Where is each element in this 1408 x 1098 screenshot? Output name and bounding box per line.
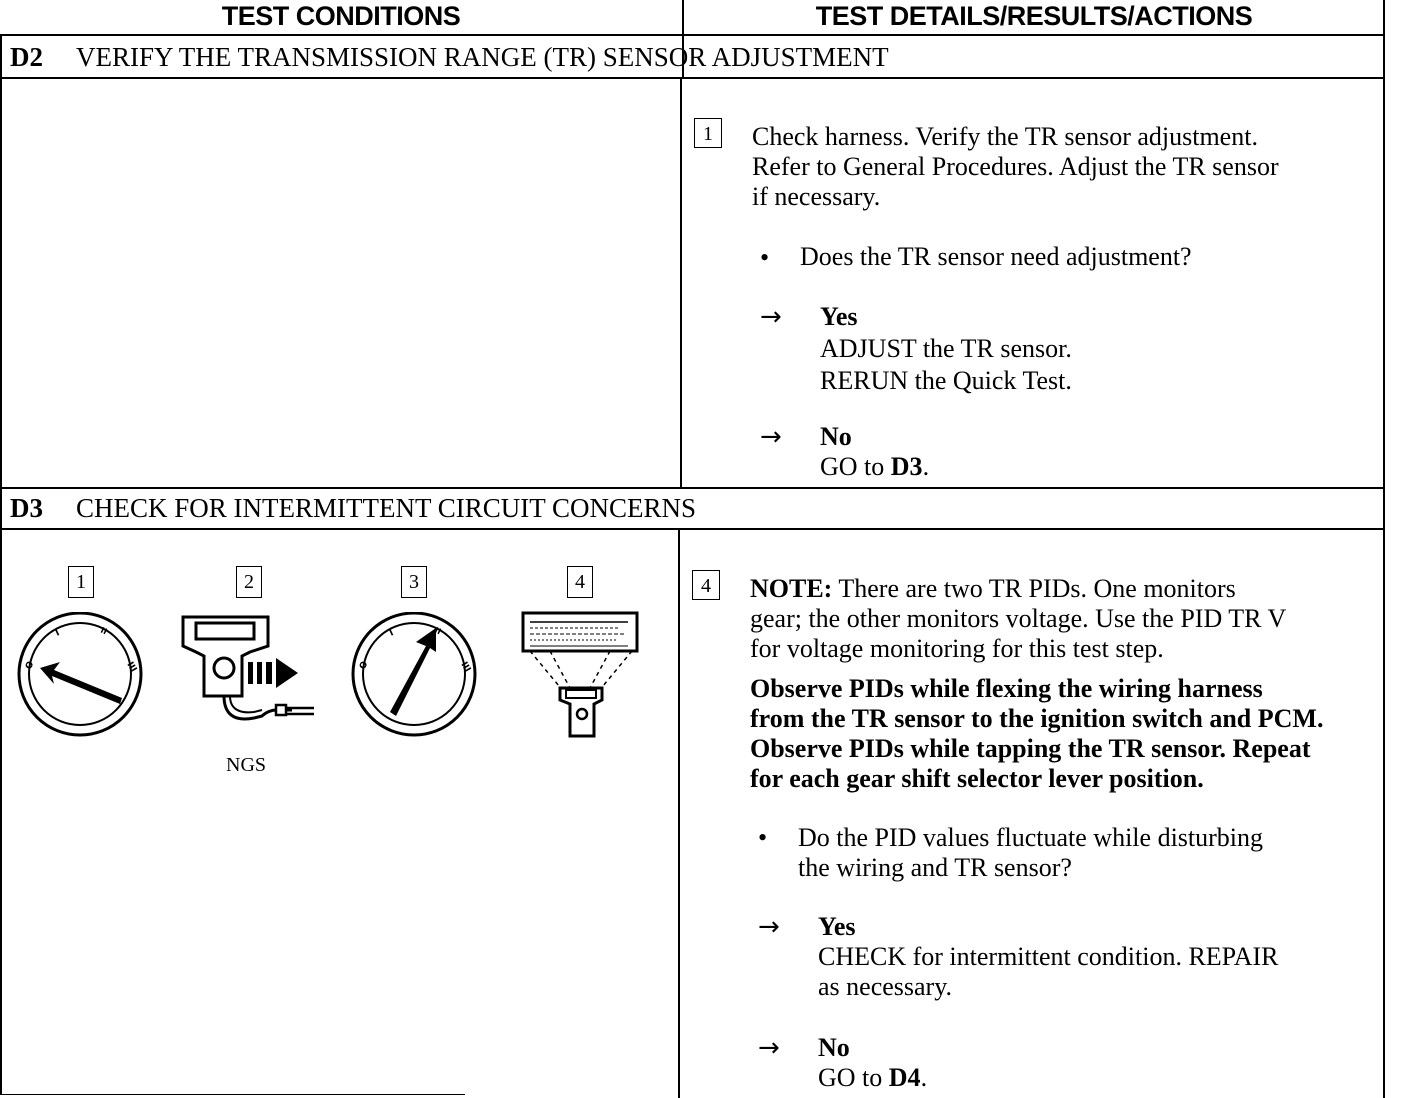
d3-no-prefix: GO to <box>818 1063 889 1092</box>
svg-text:O: O <box>358 660 371 672</box>
svg-text:III: III <box>124 661 138 675</box>
d2-instruction-line: if necessary. <box>752 182 881 211</box>
section-title-d2: D2 VERIFY THE TRANSMISSION RANGE (TR) SEN… <box>10 42 889 72</box>
d3-observe: Observe PIDs while flexing the wiring ha… <box>750 674 1323 794</box>
d3-no-target-link[interactable]: D4 <box>888 1063 921 1092</box>
d2-instruction-line: Check harness. Verify the TR sensor adju… <box>752 122 1258 151</box>
d2-yes-label: Yes <box>820 302 858 331</box>
d3-question-line: Do the PID values fluctuate while distur… <box>798 823 1264 852</box>
d3-question-line: the wiring and TR sensor? <box>798 853 1072 882</box>
header-rule <box>0 34 1385 36</box>
svg-text:II: II <box>99 626 108 637</box>
scan-tool-display-icon <box>521 611 639 738</box>
d3-yes-label: Yes <box>818 912 856 941</box>
illustration-number-3: 3 <box>401 566 427 598</box>
d2-yes-action: RERUN the Quick Test. <box>820 366 1072 395</box>
ignition-switch-off-icon: O I II III <box>17 612 143 737</box>
d2-bullet: • <box>760 243 770 272</box>
d2-yes-arrow: → <box>760 302 782 332</box>
column-divider-d3 <box>678 528 680 1098</box>
d3-observe-line: Observe PIDs while flexing the wiring ha… <box>750 674 1263 703</box>
svg-text:O: O <box>24 660 37 672</box>
right-border <box>1383 0 1385 1098</box>
bottom-rule-fragment <box>0 1094 465 1095</box>
d3-title-rule <box>0 528 1385 530</box>
d2-no-prefix: GO to <box>820 452 891 481</box>
d3-no-action: GO to D4. <box>818 1063 927 1093</box>
d3-question: Do the PID values fluctuate while distur… <box>798 823 1263 883</box>
d2-no-arrow: → <box>760 422 782 452</box>
d3-observe-line: for each gear shift selector lever posit… <box>750 764 1204 793</box>
illustration-number-1: 1 <box>68 566 94 598</box>
d3-note-line: for voltage monitoring for this test ste… <box>750 634 1164 663</box>
ngs-scan-tool-icon <box>181 615 314 721</box>
d3-observe-line: Observe PIDs while tapping the TR sensor… <box>750 734 1311 763</box>
d2-no-label: No <box>820 422 852 451</box>
d3-yes-arrow: → <box>758 912 780 942</box>
d2-yes-action: ADJUST the TR sensor. <box>820 334 1072 363</box>
d2-no-target-link[interactable]: D3 <box>890 452 923 481</box>
column-divider-d2 <box>680 78 682 488</box>
d2-no-suffix: . <box>922 452 930 481</box>
d3-yes-block: Yes CHECK for intermittent condition. RE… <box>818 912 1279 1002</box>
d3-note-line: gear; the other monitors voltage. Use th… <box>750 604 1287 633</box>
d2-no-block: No GO to D3. <box>820 422 929 482</box>
section-title-text-d3: CHECK FOR INTERMITTENT CIRCUIT CONCERNS <box>76 493 697 523</box>
d3-yes-action: CHECK for intermittent condition. REPAIR <box>818 942 1279 971</box>
header-test-conditions: TEST CONDITIONS <box>221 1 461 31</box>
d3-no-label: No <box>818 1033 850 1062</box>
svg-text:III: III <box>458 661 472 675</box>
illustration-number-4: 4 <box>567 566 593 598</box>
ignition-switch-run-icon: O I II III <box>351 612 477 737</box>
section-code-d2: D2 <box>10 42 43 72</box>
d3-note-label: NOTE: <box>750 574 833 603</box>
column-divider-top <box>682 0 684 78</box>
d3-no-block: No GO to D4. <box>818 1033 927 1093</box>
step-number-box-d2: 1 <box>694 118 722 148</box>
d3-no-suffix: . <box>920 1063 928 1092</box>
d3-note: NOTE: There are two TR PIDs. One monitor… <box>750 574 1286 664</box>
section-title-d3: D3 CHECK FOR INTERMITTENT CIRCUIT CONCERN… <box>10 493 696 523</box>
d2-question: Does the TR sensor need adjustment? <box>800 242 1192 271</box>
header-test-details: TEST DETAILS/RESULTS/ACTIONS <box>815 1 1253 31</box>
d3-note-line: NOTE: There are two TR PIDs. One monitor… <box>750 574 1286 604</box>
step-number-box-d3: 4 <box>692 570 720 600</box>
d2-title-rule <box>0 77 1385 79</box>
svg-text:II: II <box>433 626 442 637</box>
d3-no-arrow: → <box>758 1033 780 1063</box>
section-title-text-d2: VERIFY THE TRANSMISSION RANGE (TR) SENSO… <box>76 42 889 72</box>
d2-yes-block: Yes ADJUST the TR sensor. RERUN the Quic… <box>820 302 1072 396</box>
svg-text:I: I <box>54 628 61 638</box>
d3-observe-line: from the TR sensor to the ignition switc… <box>750 704 1324 733</box>
d2-instruction: Check harness. Verify the TR sensor adju… <box>752 122 1279 212</box>
d3-yes-action: as necessary. <box>818 972 953 1001</box>
ngs-caption: NGS <box>226 754 267 776</box>
d3-note-text: There are two TR PIDs. One monitors <box>838 574 1236 603</box>
illustration-number-2: 2 <box>236 566 262 598</box>
svg-text:I: I <box>388 628 395 638</box>
d3-bullet: • <box>758 823 768 852</box>
d2-end-rule <box>0 487 1385 489</box>
d2-no-action: GO to D3. <box>820 452 929 482</box>
section-code-d3: D3 <box>10 493 43 523</box>
d2-instruction-line: Refer to General Procedures. Adjust the … <box>752 152 1279 181</box>
left-border <box>0 34 2 1094</box>
